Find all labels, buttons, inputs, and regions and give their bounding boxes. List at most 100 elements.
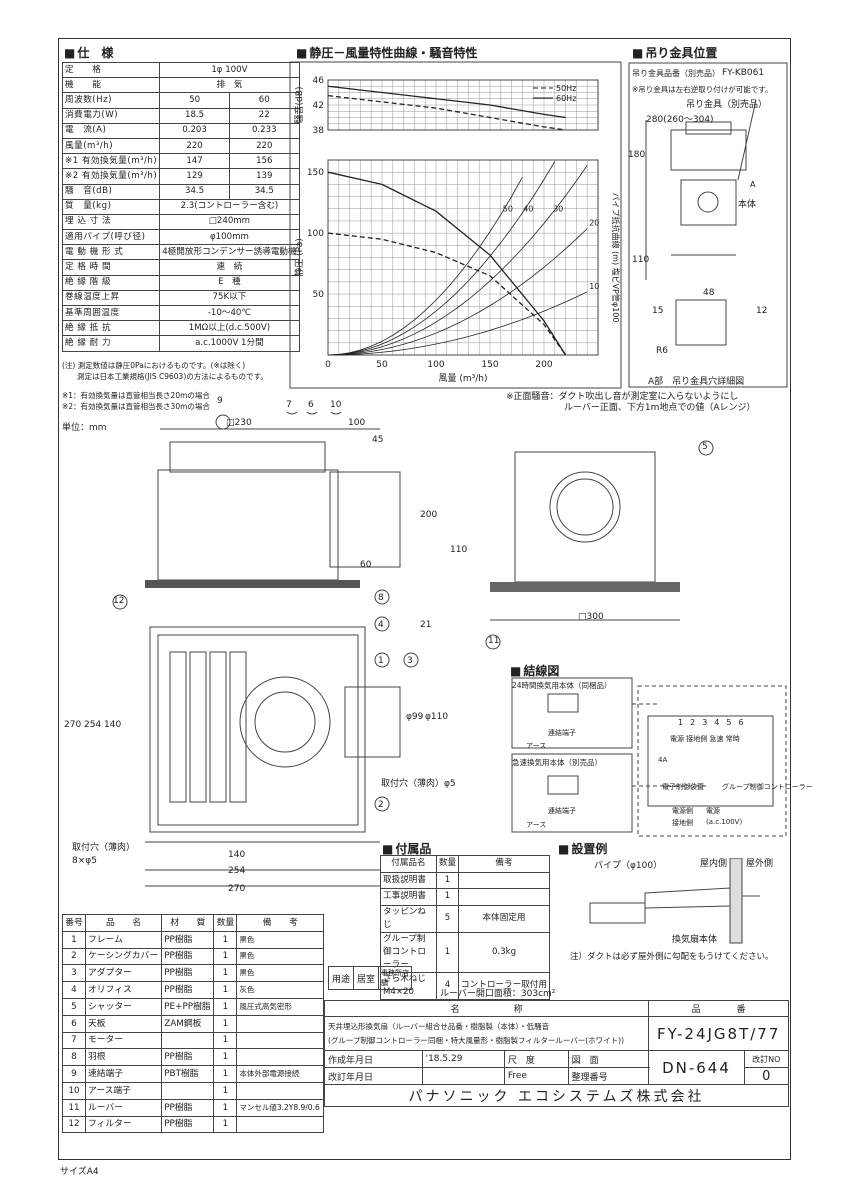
spec-label: ※2 有効換気量(m³/h) [61, 168, 161, 185]
parts-cell: マンセル値3.2Y8.9/0.6 [236, 1098, 324, 1117]
noise-ylabel: 騒音(dB) [293, 87, 305, 124]
parts-cell [236, 1115, 324, 1134]
usage-h: 用途 [327, 966, 355, 990]
pressure-xtick: 100 [427, 360, 444, 370]
pressure-ylabel: 静圧 (Pa) [293, 238, 305, 276]
spec-label: 風量(m³/h) [61, 137, 161, 155]
parts-cell: 風圧式高気密形 [236, 997, 324, 1016]
parts-header-cell: 備 考 [236, 914, 324, 932]
pressure-xlabel: 風量 (m³/h) [439, 373, 488, 384]
acc-header: 付属品名数量備考 [380, 855, 550, 873]
acc-cell: 1 [435, 871, 460, 889]
acc-cell [458, 871, 550, 889]
parts-cell [236, 1081, 324, 1100]
spec-value: E 種 [159, 274, 300, 291]
parts-cell: 1 [213, 1081, 238, 1100]
spec-label: 消費電力(W) [61, 107, 161, 124]
pressure-xtick: 150 [481, 360, 498, 370]
spec-value: 147 [159, 153, 230, 170]
parts-cell: 3 [62, 964, 86, 983]
parts-cell: 1 [213, 997, 238, 1016]
tb-free: Free [503, 1067, 569, 1085]
acc-cell: 1 [435, 931, 460, 973]
wiring-title: 結線図 [510, 662, 559, 679]
dim-60: 60 [360, 560, 372, 570]
parts-cell: モーター [84, 1031, 163, 1050]
parts-cell: PP樹脂 [161, 930, 215, 949]
dim-300: □300 [578, 612, 604, 622]
parts-cell: 1 [213, 964, 238, 983]
parts-cell: 1 [213, 981, 238, 999]
wiring-earth: アース [526, 742, 547, 750]
acc-cell: 工事説明書 [380, 888, 437, 906]
spec-label: 絶 縁 抵 抗 [61, 320, 161, 337]
parts-cell: 黒色 [236, 964, 324, 983]
pressure-series-line [327, 232, 567, 356]
hanger-title: 吊り金具位置 [632, 44, 717, 61]
pressure-ytick: 100 [307, 229, 324, 239]
acc-cell: コントローラー取付用 [458, 971, 550, 1000]
parts-cell: 1 [213, 930, 238, 949]
parts-cell: PP樹脂 [161, 947, 215, 966]
chart-border [289, 61, 622, 389]
spec-label: 騒 音(dB) [61, 183, 161, 200]
parts-cell: 速結端子 [84, 1065, 163, 1083]
parts-cell: 9 [62, 1065, 86, 1083]
spec-note-line: (注) 測定数値は静圧0Paにおけるものです。(※は除く) [62, 361, 246, 370]
dim-230: □230 [226, 418, 252, 428]
spec-value: 0.203 [159, 122, 230, 139]
spec-value: 連 続 [159, 259, 300, 276]
parts-cell: 10 [62, 1081, 86, 1100]
hole-label3: 8×φ5 [72, 856, 97, 866]
spec-value: 4極開放形コンデンサー誘導電動機 [159, 244, 300, 261]
noise-plot-area [327, 79, 599, 131]
curve-note-line: ルーバー正面、下方1m地点での値（Aレンジ） [564, 403, 756, 413]
dim-99: φ99 [406, 712, 424, 722]
wiring-power: 電源 [706, 807, 720, 815]
parts-cell: ケーシングカバー [84, 947, 163, 966]
sw-3: 3 [702, 718, 715, 727]
callout-8: 8 [378, 593, 384, 603]
wiring-labels: 電源 接地側 急速 常時 [670, 734, 740, 744]
pipe-label: 20 [589, 219, 599, 228]
spec-value: -10～40℃ [159, 304, 300, 322]
dim-21: 21 [420, 620, 432, 630]
spec-note2: ※1：有効換気量は直管相当長さ20mの場合 ※2：有効換気量は直管相当長さ30m… [62, 390, 210, 412]
hanger-note: ※吊り金具は左右逆取り付けが可能です。 [632, 85, 773, 94]
sw-5: 5 [726, 718, 739, 727]
wiring-fuse: 4A [658, 756, 668, 764]
install-body: 換気扇本体 [672, 935, 718, 945]
usage-1: 居室 [353, 966, 380, 990]
spec-row: 埋 込 寸 法□240mm [61, 213, 300, 231]
parts-cell: シャッター [84, 997, 163, 1016]
wiring-terminal: 連結端子 [548, 729, 576, 737]
spec-label: ※1 有効換気量(m³/h) [61, 153, 161, 170]
spec-row: 機 能排 気 [61, 77, 300, 94]
curve-title: 静圧－風量特性曲線・騒音特性 [296, 44, 477, 61]
parts-cell: アース端子 [84, 1081, 163, 1100]
tb-fig-l: 図 面 [567, 1050, 650, 1068]
acc-cell: タッピンねじ [380, 904, 437, 933]
sw-4: 4 [714, 718, 727, 727]
wiring-power-side: 電源側 [672, 807, 693, 815]
parts-header-cell: 材 質 [161, 914, 215, 932]
spec-title: 仕 様 [64, 44, 113, 61]
spec-note-line: 測定は日本工業規格(JIS C9603)の方法によるものです。 [62, 372, 268, 381]
spec-value: □240mm [159, 213, 300, 231]
dim-100: 100 [348, 418, 366, 428]
parts-cell: アダプター [84, 964, 163, 983]
parts-cell: 1 [213, 1115, 238, 1134]
curve-note: ※正面騒音：ダクト吹出し音が測定室に入らないようにし ルーバー正面、下方1m地点… [506, 392, 756, 414]
